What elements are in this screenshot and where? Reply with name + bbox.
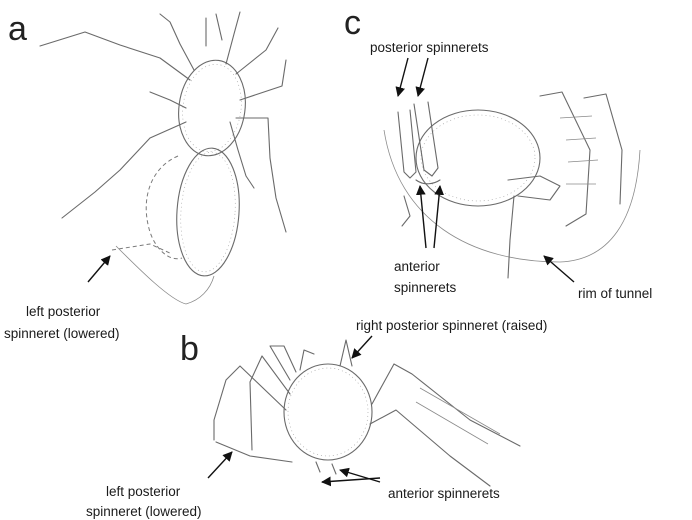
abdomen <box>173 146 244 278</box>
arrow-c-posterior-2 <box>418 58 428 96</box>
label-c-anterior-line1: anterior <box>394 259 440 274</box>
label-b-anterior: anterior spinnerets <box>388 486 500 501</box>
label-b-left-posterior-line2: spinneret (lowered) <box>86 504 202 519</box>
label-a-left-posterior-line1: left posterior <box>26 304 101 319</box>
leg-1-left <box>40 32 190 80</box>
leg-b-2 <box>270 346 296 380</box>
panel-letter-a: a <box>8 10 27 48</box>
appendage-a <box>230 122 254 188</box>
leg-4-right <box>240 60 286 100</box>
leg-c-2 <box>508 196 514 278</box>
arrow-c-anterior-1 <box>420 186 426 248</box>
posterior-spinneret-1 <box>398 110 416 178</box>
label-b-left-posterior-line1: left posterior <box>106 484 181 499</box>
right-posterior-spinneret-raised <box>340 340 352 366</box>
abdomen-c <box>416 110 540 206</box>
abdomen-b-hair <box>288 368 368 456</box>
arrow-c-rim <box>544 256 574 282</box>
leg-2-right <box>236 28 278 74</box>
panel-c: c posterior spinnerets anterior spinnere… <box>344 4 652 301</box>
leg-3-right <box>236 118 286 232</box>
panel-a-spider-drawing <box>40 12 286 304</box>
left-posterior-spinneret-b <box>216 442 292 462</box>
arrow-c-anterior-2 <box>434 186 440 248</box>
label-c-posterior: posterior spinnerets <box>370 40 489 55</box>
arrow-b-right-posterior <box>352 336 372 358</box>
dashed-outline <box>146 156 182 259</box>
abdomen-hair <box>177 150 239 273</box>
abdomen-c-hair <box>421 115 535 201</box>
spinneret-base <box>402 196 410 226</box>
anterior-spinnerets-c <box>416 180 440 184</box>
palp-right <box>216 14 222 40</box>
panel-letter-b: b <box>180 330 199 368</box>
label-a-left-posterior-line2: spinneret (lowered) <box>4 326 120 341</box>
posterior-spinneret-2 <box>414 102 438 176</box>
label-b-right-posterior: right posterior spinneret (raised) <box>356 318 547 333</box>
leg-1-right <box>226 12 240 64</box>
leg-c-3 <box>540 92 590 226</box>
arrow-c-posterior-1 <box>398 58 408 96</box>
arrow-a-left-posterior <box>88 256 110 282</box>
leg-b-segments <box>416 388 500 444</box>
leg-b-5 <box>372 364 520 446</box>
rim-arc-a <box>116 246 186 304</box>
panel-c-spider-drawing <box>384 92 640 278</box>
leg-3-left <box>62 122 186 218</box>
arrow-b-left-posterior <box>208 452 232 478</box>
panel-b-spider-drawing <box>214 340 520 486</box>
leg-b-3 <box>214 366 286 440</box>
label-c-anterior-line2: spinnerets <box>394 280 457 295</box>
label-c-rim: rim of tunnel <box>578 286 652 301</box>
anterior-spinnerets-b <box>316 462 336 474</box>
tunnel-rim <box>384 130 640 262</box>
panel-a: a <box>4 10 286 341</box>
abdomen-b <box>284 364 372 460</box>
cephalothorax-hair <box>177 60 247 155</box>
panel-letter-c: c <box>344 4 361 42</box>
rim-arc-a2 <box>186 276 214 304</box>
panel-b: b right posterior spinneret (raised) lef… <box>86 318 547 519</box>
